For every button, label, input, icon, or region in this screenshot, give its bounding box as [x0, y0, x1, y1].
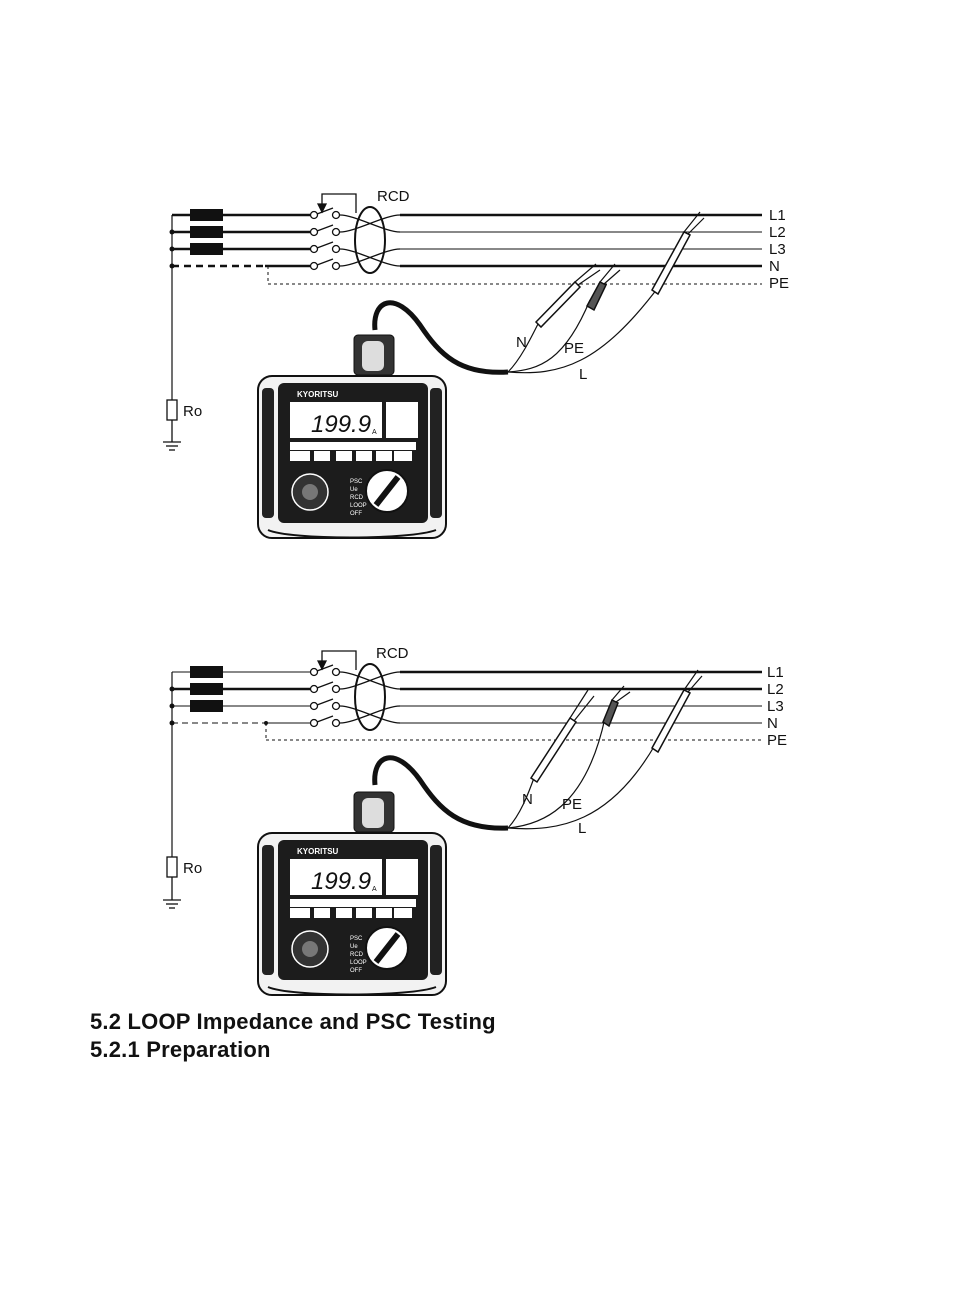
- line-label-l3: L3: [769, 241, 786, 258]
- probe-clips: [534, 211, 705, 329]
- meter-display-unit: A: [372, 429, 377, 436]
- svg-text:LOOP: LOOP: [350, 960, 367, 966]
- earth-resistor-label: Ro: [183, 860, 202, 877]
- line-label-pe: PE: [767, 732, 787, 749]
- meter-display-value: 199.9: [311, 868, 371, 895]
- probe-label-l: L: [578, 820, 586, 837]
- svg-text:LOOP: LOOP: [350, 503, 367, 509]
- meter-display-value: 199.9: [311, 411, 371, 438]
- line-labels: L1 L2 L3 N PE: [769, 207, 789, 292]
- svg-text:Ue: Ue: [350, 944, 358, 950]
- svg-text:RCD: RCD: [350, 495, 364, 501]
- supply-conductors: [171, 213, 762, 400]
- tester-meter: KYORITSU 199.9 A PSC Ue RCD LOOP OFF: [257, 791, 447, 996]
- probe-pe-clip: [602, 685, 631, 728]
- tester-meter: KYORITSU 199.9 A PSC Ue RCD LOOP OFF: [257, 334, 447, 539]
- probe-clips: [529, 669, 703, 784]
- line-label-l1: L1: [767, 664, 784, 681]
- subsection-heading: 5.2.1 Preparation: [90, 1037, 271, 1062]
- meter-brand: KYORITSU: [297, 390, 339, 399]
- line-label-pe: PE: [769, 275, 789, 292]
- probe-label-pe: PE: [562, 796, 582, 813]
- supply-transformer-coils: [169, 209, 223, 269]
- line-label-n: N: [769, 258, 780, 275]
- probe-label-l: L: [579, 366, 587, 383]
- rcd-device: [309, 193, 401, 274]
- wiring-diagram-1: RCD L1 L2 L3 N PE Ro N PE L: [163, 188, 789, 539]
- svg-text:Ue: Ue: [350, 487, 358, 493]
- probe-label-pe: PE: [564, 340, 584, 357]
- meter-function-labels: PSC Ue RCD LOOP OFF: [350, 479, 367, 517]
- probe-pe-clip: [585, 263, 621, 312]
- probe-label-n: N: [516, 334, 527, 351]
- rcd-label: RCD: [376, 645, 409, 662]
- svg-text:OFF: OFF: [350, 511, 362, 517]
- rcd-device: [309, 650, 401, 731]
- probe-n-clip: [534, 263, 601, 329]
- meter-display-unit: A: [372, 886, 377, 893]
- line-label-l1: L1: [769, 207, 786, 224]
- section-heading: 5.2 LOOP Impedance and PSC Testing: [90, 1009, 496, 1034]
- svg-text:PSC: PSC: [350, 936, 363, 942]
- test-leads: [372, 284, 661, 375]
- supply-conductors: [171, 671, 762, 857]
- line-label-l2: L2: [769, 224, 786, 241]
- svg-text:PSC: PSC: [350, 479, 363, 485]
- meter-brand: KYORITSU: [297, 847, 339, 856]
- distribution-lines: [400, 670, 762, 724]
- meter-function-labels: PSC Ue RCD LOOP OFF: [350, 936, 367, 974]
- svg-text:RCD: RCD: [350, 952, 364, 958]
- supply-transformer-coils: [169, 666, 268, 726]
- test-leads: [372, 717, 656, 831]
- line-label-n: N: [767, 715, 778, 732]
- rcd-switch-contacts: [309, 664, 341, 728]
- earth-resistor: [163, 399, 181, 451]
- earth-resistor: [163, 856, 181, 909]
- probe-label-n: N: [522, 791, 533, 808]
- rcd-switch-contacts: [309, 207, 341, 271]
- earth-resistor-label: Ro: [183, 403, 202, 420]
- line-label-l3: L3: [767, 698, 784, 715]
- probe-l-clip: [651, 669, 703, 754]
- distribution-lines: [400, 213, 762, 268]
- line-labels: L1 L2 L3 N PE: [767, 664, 787, 749]
- line-label-l2: L2: [767, 681, 784, 698]
- probe-l-clip: [651, 211, 705, 296]
- svg-text:OFF: OFF: [350, 968, 362, 974]
- rcd-label: RCD: [377, 188, 410, 205]
- wiring-diagram-2: RCD L1 L2 L3 N PE Ro N PE L: [163, 645, 787, 996]
- probe-n-clip: [529, 689, 595, 784]
